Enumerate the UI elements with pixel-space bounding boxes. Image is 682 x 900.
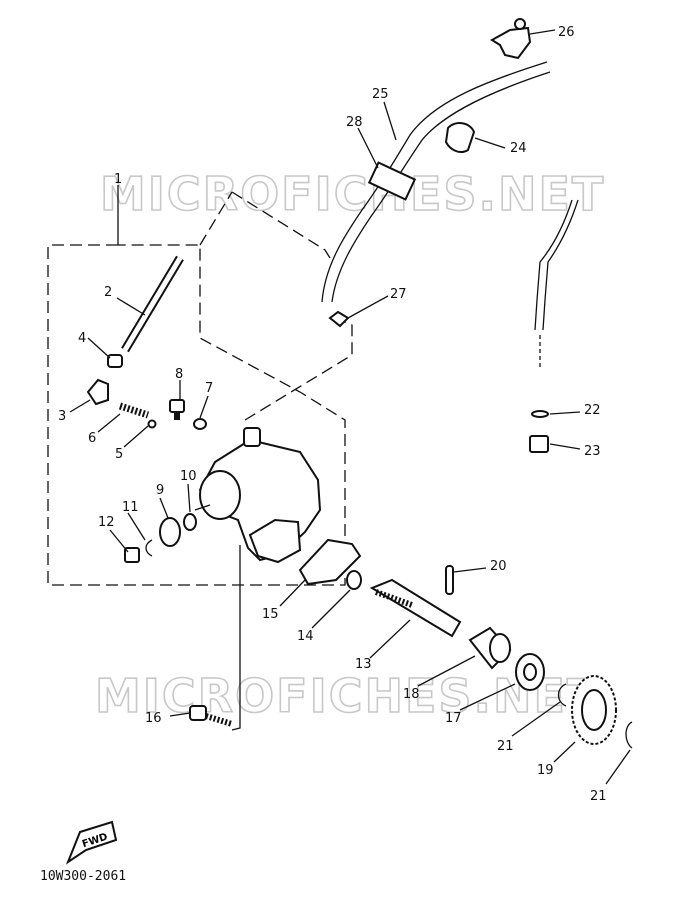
label-part-3: 3 (58, 409, 66, 424)
part-6-spring (118, 402, 150, 419)
oil-pump-body (194, 427, 322, 564)
part-25-hose (321, 61, 551, 303)
fwd-arrow: FWD (65, 820, 118, 865)
part-9-plate (159, 517, 181, 547)
part-20-pin (445, 565, 454, 595)
label-part-8: 8 (175, 367, 183, 382)
part-7-washer (193, 418, 207, 430)
label-part-20: 20 (490, 559, 507, 574)
part-10-washer (183, 513, 197, 531)
part-14-washer (346, 570, 362, 590)
part-23-nut (529, 435, 549, 453)
part-2-pipe (121, 255, 184, 353)
dash-clip-link (244, 319, 353, 421)
part-13-shaft (369, 578, 462, 638)
part-12-nut (124, 547, 140, 563)
part-28-joint (367, 161, 417, 201)
leader-lines (69, 29, 631, 785)
watermark-top: MICROFICHES.NET (100, 167, 605, 221)
part-26-bracket (490, 18, 532, 60)
label-part-1: 1 (114, 172, 122, 187)
label-part-14: 14 (297, 629, 314, 644)
label-part-19: 19 (537, 763, 554, 778)
label-part-27: 27 (390, 287, 407, 302)
label-part-10: 10 (180, 469, 197, 484)
label-part-23: 23 (584, 444, 601, 459)
part-18-collar (468, 626, 512, 670)
diagram-code: 10W300-2061 (40, 869, 126, 884)
label-part-4: 4 (78, 331, 86, 346)
part-24-clip (444, 122, 476, 153)
label-part-12: 12 (98, 515, 115, 530)
label-part-15: 15 (262, 607, 279, 622)
part-27-clip (328, 310, 350, 328)
assembly-boundary (47, 244, 346, 586)
part-5-ball (147, 419, 157, 429)
label-part-5: 5 (115, 447, 123, 462)
leader-16-to-body (231, 545, 241, 731)
dash-hose-link (199, 191, 233, 246)
label-part-13: 13 (355, 657, 372, 672)
label-part-18: 18 (403, 687, 420, 702)
throttle-cable (534, 199, 579, 368)
part-3-banjo (86, 378, 109, 406)
part-15-gasket (298, 538, 362, 586)
label-part-26: 26 (558, 25, 575, 40)
part-4-fitting (107, 354, 123, 368)
part-8-screw (169, 399, 185, 420)
label-part-16: 16 (145, 711, 162, 726)
part-17-bearing (515, 653, 545, 691)
part-19-gear (571, 675, 617, 745)
label-part-21b: 21 (590, 789, 607, 804)
label-part-11: 11 (122, 500, 139, 515)
label-part-28: 28 (346, 115, 363, 130)
label-part-24: 24 (510, 141, 527, 156)
label-part-21a: 21 (497, 739, 514, 754)
label-part-2: 2 (104, 285, 112, 300)
part-21-circlip-b (625, 721, 633, 749)
label-part-22: 22 (584, 403, 601, 418)
label-part-7: 7 (205, 381, 213, 396)
label-part-17: 17 (445, 711, 462, 726)
part-11-clip (145, 539, 153, 557)
label-part-9: 9 (156, 483, 164, 498)
dash-hose-link-2 (231, 191, 331, 259)
part-21-circlip-a (557, 683, 567, 707)
label-part-25: 25 (372, 87, 389, 102)
label-part-6: 6 (88, 431, 96, 446)
part-22-washer (531, 410, 549, 418)
